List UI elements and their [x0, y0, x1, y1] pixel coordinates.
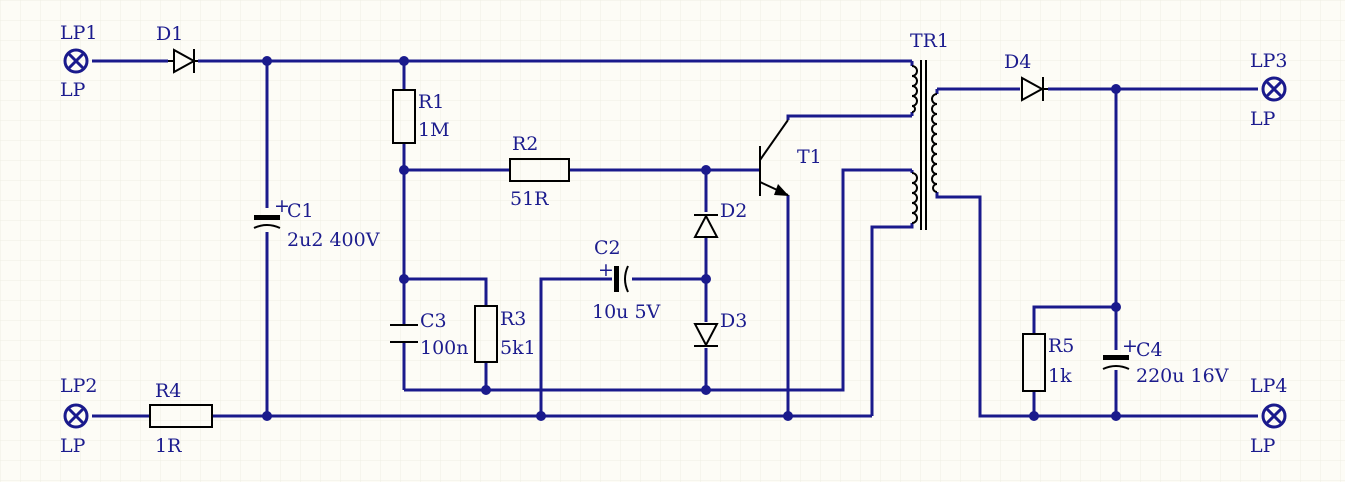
polarized-capacitor-icon — [614, 265, 629, 293]
junction-dot — [701, 385, 711, 395]
component-value-label: 2u2 400V — [287, 229, 380, 251]
polarity-plus-label: + — [274, 195, 290, 217]
component-ref-label: R4 — [155, 380, 181, 402]
wire-tr1-feedback-bottom — [870, 223, 914, 416]
capacitor-c2[interactable]: + C2 10u 5V — [592, 237, 661, 323]
npn-transistor-icon — [759, 119, 789, 196]
component-ref-label: C4 — [1136, 339, 1163, 361]
junction-dot — [262, 56, 272, 66]
transformer-icon — [911, 60, 938, 230]
resistor-r1[interactable]: R1 1M — [392, 89, 450, 144]
wire-c2-left — [539, 277, 612, 416]
wire-lower-return — [404, 168, 912, 392]
polarized-capacitor-icon — [1102, 355, 1130, 370]
connector-lp4[interactable]: LP4 LP — [1250, 375, 1288, 457]
component-value-label: 51R — [510, 188, 549, 210]
junction-dot — [701, 165, 711, 175]
junction-dot — [481, 385, 491, 395]
wire-r3-top — [404, 277, 488, 306]
resistor-r4[interactable]: R4 1R — [149, 380, 213, 457]
diode-d3[interactable]: D3 — [693, 310, 747, 348]
component-ref-label: R2 — [512, 133, 538, 155]
junctions — [262, 56, 1121, 421]
polarity-plus-label: + — [598, 259, 614, 281]
connector-cross-icon — [1261, 403, 1287, 429]
component-ref-label: C3 — [420, 310, 447, 332]
connector-cross-icon — [63, 48, 89, 74]
junction-dot — [1111, 84, 1121, 94]
connector-value-label: LP — [1250, 108, 1276, 130]
transformer-tr1[interactable]: TR1 — [910, 30, 949, 230]
component-value-label: 10u 5V — [592, 301, 661, 323]
connector-cross-icon — [63, 403, 89, 429]
component-ref-label: C1 — [287, 200, 314, 222]
component-ref-label: R5 — [1048, 335, 1074, 357]
connector-value-label: LP — [1250, 435, 1276, 457]
diode-symbol-icon — [693, 323, 719, 348]
resistor-body — [1022, 333, 1046, 392]
connector-lp2[interactable]: LP2 LP — [60, 375, 98, 457]
capacitor-c3[interactable]: C3 100n — [390, 310, 469, 359]
connector-value-label: LP — [60, 79, 86, 101]
component-ref-label: R1 — [418, 91, 444, 113]
component-ref-label: T1 — [797, 146, 822, 168]
component-value-label: 5k1 — [500, 337, 536, 359]
component-value-label: 1k — [1048, 365, 1072, 387]
junction-dot — [701, 274, 711, 284]
junction-dot — [262, 411, 272, 421]
component-ref-label: D3 — [720, 310, 747, 332]
component-ref-label: D2 — [720, 200, 747, 222]
polarity-plus-label: + — [1122, 335, 1138, 357]
component-value-label: 220u 16V — [1136, 365, 1229, 387]
connector-ref-label: LP4 — [1250, 375, 1288, 397]
component-ref-label: C2 — [594, 237, 621, 259]
wire-r5-top — [1032, 305, 1116, 334]
junction-dot — [399, 274, 409, 284]
resistor-r5[interactable]: R5 1k — [1022, 333, 1074, 392]
resistor-body — [149, 404, 213, 428]
capacitor-icon — [390, 324, 418, 343]
component-value-label: 1M — [418, 119, 450, 141]
diode-symbol-icon — [1021, 76, 1048, 102]
resistor-r2[interactable]: R2 51R — [509, 133, 570, 210]
junction-dot — [1111, 411, 1121, 421]
wire-sec-bottom — [935, 192, 1258, 418]
transistor-t1[interactable]: T1 — [759, 119, 822, 196]
connector-value-label: LP — [60, 435, 86, 457]
component-value-label: 1R — [155, 435, 182, 457]
connector-lp1[interactable]: LP1 LP — [60, 22, 98, 101]
capacitor-c4[interactable]: + C4 220u 16V — [1102, 335, 1229, 387]
resistor-r3[interactable]: R3 5k1 — [474, 305, 536, 363]
diode-d4[interactable]: D4 — [1004, 51, 1048, 102]
diode-d1[interactable]: D1 — [156, 23, 198, 74]
diode-symbol-icon — [168, 48, 198, 74]
resistor-body — [474, 305, 498, 363]
junction-dot — [399, 165, 409, 175]
component-value-label: 100n — [420, 337, 469, 359]
connector-ref-label: LP1 — [60, 22, 98, 44]
connector-lp3[interactable]: LP3 LP — [1250, 50, 1288, 130]
wire-t1-collector — [786, 114, 912, 120]
connector-ref-label: LP3 — [1250, 50, 1288, 72]
polarized-capacitor-icon — [253, 215, 281, 229]
component-ref-label: D1 — [156, 23, 183, 45]
junction-dot — [1029, 411, 1039, 421]
capacitor-c1[interactable]: + C1 2u2 400V — [253, 195, 380, 251]
junction-dot — [536, 411, 546, 421]
resistor-body — [392, 89, 416, 144]
resistor-body — [509, 158, 570, 182]
junction-dot — [783, 411, 793, 421]
connector-cross-icon — [1261, 76, 1287, 102]
component-ref-label: TR1 — [910, 30, 949, 52]
junction-dot — [399, 56, 409, 66]
junction-dot — [1111, 302, 1121, 312]
diode-symbol-icon — [693, 213, 719, 238]
component-ref-label: R3 — [500, 308, 526, 330]
connector-ref-label: LP2 — [60, 375, 98, 397]
diode-d2[interactable]: D2 — [693, 200, 747, 238]
component-ref-label: D4 — [1004, 51, 1031, 73]
